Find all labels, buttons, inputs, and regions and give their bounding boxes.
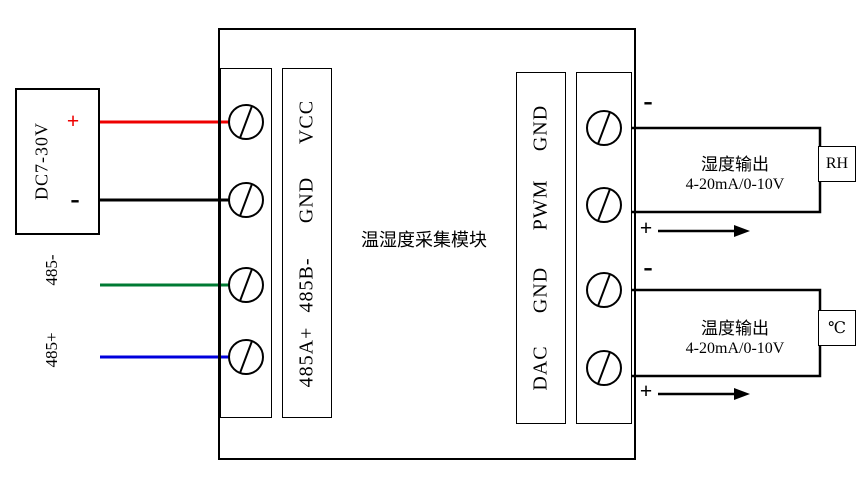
rs485-minus-label: 485- bbox=[42, 254, 61, 286]
humidity-output-range: 4-20mA/0-10V bbox=[685, 176, 785, 193]
terminal-label-gnd-left: GND bbox=[295, 176, 318, 224]
terminal-label-pwm: PWM bbox=[529, 179, 552, 231]
terminal-label-dac: DAC bbox=[529, 345, 552, 391]
screw-terminal-icon bbox=[586, 272, 622, 308]
temperature-output-range: 4-20mA/0-10V bbox=[685, 340, 785, 357]
screw-terminal-icon bbox=[586, 110, 622, 146]
screw-terminal-icon bbox=[228, 339, 264, 375]
screw-terminal-icon bbox=[228, 267, 264, 303]
temperature-unit-label: ℃ bbox=[828, 320, 846, 337]
module-title: 温湿度采集模块 bbox=[361, 230, 487, 250]
power-supply-label: DC7-30V bbox=[31, 122, 52, 200]
terminal-label-vcc: VCC bbox=[295, 99, 318, 145]
left-label-strip bbox=[282, 68, 332, 418]
screw-terminal-icon bbox=[228, 182, 264, 218]
left-screw-strip bbox=[220, 68, 272, 418]
power-positive-sign: + bbox=[66, 108, 80, 133]
screw-terminal-icon bbox=[586, 350, 622, 386]
screw-terminal-icon bbox=[586, 187, 622, 223]
terminal-label-485a: 485A+ bbox=[295, 326, 318, 388]
module-box bbox=[218, 28, 636, 460]
power-negative-sign: - bbox=[70, 184, 80, 215]
temperature-output-title: 温度输出 bbox=[701, 319, 769, 338]
terminal-label-gnd-pwm: GND bbox=[529, 104, 552, 152]
screw-terminal-icon bbox=[228, 104, 264, 140]
humidity-output-title: 湿度输出 bbox=[701, 155, 769, 174]
right-screw-strip bbox=[576, 72, 632, 424]
humidity-current-arrow-icon bbox=[658, 225, 750, 237]
humidity-unit-label: RH bbox=[825, 155, 849, 172]
power-supply-box bbox=[15, 88, 100, 235]
right-label-strip bbox=[516, 72, 566, 424]
humidity-minus-sign: - bbox=[643, 86, 653, 117]
humidity-unit-box: RH bbox=[818, 146, 856, 182]
terminal-label-gnd-dac: GND bbox=[529, 266, 552, 314]
terminal-label-485b: 485B- bbox=[295, 257, 318, 313]
temperature-unit-box: ℃ bbox=[818, 310, 856, 346]
temperature-minus-sign: - bbox=[643, 252, 653, 283]
temperature-current-arrow-icon bbox=[658, 388, 750, 400]
temperature-plus-sign: + bbox=[639, 378, 653, 403]
humidity-plus-sign: + bbox=[639, 215, 653, 240]
rs485-plus-label: 485+ bbox=[42, 332, 61, 368]
